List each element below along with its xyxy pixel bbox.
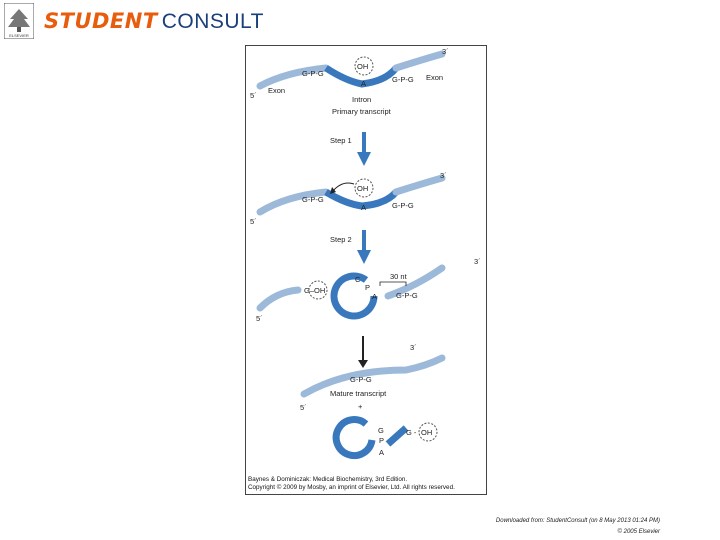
gpg-left-label: G-P-G [302,69,324,78]
gpg-mature-label: G-P-G [350,375,372,384]
copyright-line: © 2005 Elsevier [617,529,660,535]
caption-line-2: Copyright © 2009 by Mosby, an imprint of… [248,484,455,491]
left-exon-strand-2 [256,188,330,216]
gpg-right-label-2: G-P-G [392,201,414,210]
oh-circle [354,56,374,76]
excised-g-dash-label: G - [406,428,417,437]
right-exon-strand-2 [392,174,446,196]
oh-label-2: OH [357,184,368,193]
nt30-bracket [379,281,407,286]
step1-arrow: Step 1 [330,132,371,166]
lariat-p-label: P [365,283,370,292]
excised-lariat [332,416,376,460]
intron-strand-2 [324,188,399,210]
three-prime-3: 3´ [474,257,481,266]
oh-label-final: OH [421,428,432,437]
figure-caption: Baynes & Dominiczak: Medical Biochemistr… [248,476,455,492]
nt30-label: 30 nt [390,272,408,281]
five-prime-3: 5´ [256,314,263,323]
exon-left-label: Exon [268,86,285,95]
excised-tail [385,425,409,447]
gpg-label-3: G-P-G [396,291,418,300]
three-prime-4: 3´ [410,343,417,352]
elsevier-tree-icon: ELSEVIER [3,2,35,40]
left-exon-strand-3 [256,286,302,312]
g-oh-circle [308,280,328,300]
right-exon-strand-3 [384,264,446,300]
primary-transcript-label: Primary transcript [332,107,392,116]
step2-arrow: Step 2 [330,230,371,264]
oh-circle-final [418,422,438,442]
three-prime-1: 3´ [442,47,449,56]
final-arrow [358,336,368,368]
step1-label: Step 1 [330,136,352,145]
mature-transcript-label: Mature transcript [330,389,387,398]
student-consult-brand[interactable]: STUDENT CONSULT [44,9,264,34]
five-prime-1: 5´ [250,91,257,100]
mature-strand [300,354,446,398]
gpg-right-label: G-P-G [392,75,414,84]
g-oh-label: G–OH [304,286,325,295]
lariat-a-label: A [372,292,377,301]
excised-a-label: A [379,448,384,457]
left-exon-strand [256,64,330,90]
intermediate-stage-1: G-P-G G-P-G OH A 5´ 3´ [250,171,447,226]
header-logo: ELSEVIER STUDENT CONSULT [3,2,264,40]
caption-line-1: Baynes & Dominiczak: Medical Biochemistr… [248,476,408,483]
excised-g-label: G [378,426,384,435]
lariat-stage: G–OH C P A G-P-G 30 nt 5´ 3´ [256,257,481,323]
plus-label: + [358,402,363,411]
excised-p-label: P [379,436,384,445]
exon-right-label: Exon [426,73,443,82]
elsevier-logo-text: ELSEVIER [9,33,29,38]
brand-consult: CONSULT [161,9,264,33]
intron-strand [324,65,399,88]
step2-label: Step 2 [330,235,352,244]
lariat-loop [330,272,378,320]
five-prime-2: 5´ [250,217,257,226]
primary-transcript-stage: G-P-G G-P-G OH A 5´ 3´ Exon Exon Intron … [250,47,449,116]
mature-stage: G-P-G 3´ 5´ Mature transcript + G P A G … [300,343,446,460]
intron-label: Intron [352,95,371,104]
branch-a-label-2: A [361,203,366,212]
attack-arrow [331,182,355,193]
brand-student: STUDENT [44,8,158,33]
downloaded-from-line: Downloaded from: StudentConsult (on 8 Ma… [495,518,660,524]
download-notice: Downloaded from: StudentConsult (on 8 Ma… [440,516,660,538]
five-prime-4: 5´ [300,403,307,412]
oh-circle-2 [354,178,374,198]
branch-a-label: A [361,79,366,88]
right-exon-strand [392,50,446,72]
three-prime-2: 3´ [440,171,447,180]
oh-label: OH [357,62,368,71]
gpg-left-label-2: G-P-G [302,195,324,204]
splicing-figure: G-P-G G-P-G OH A 5´ 3´ Exon Exon Intron … [245,45,487,495]
lariat-c-label: C [355,275,361,284]
